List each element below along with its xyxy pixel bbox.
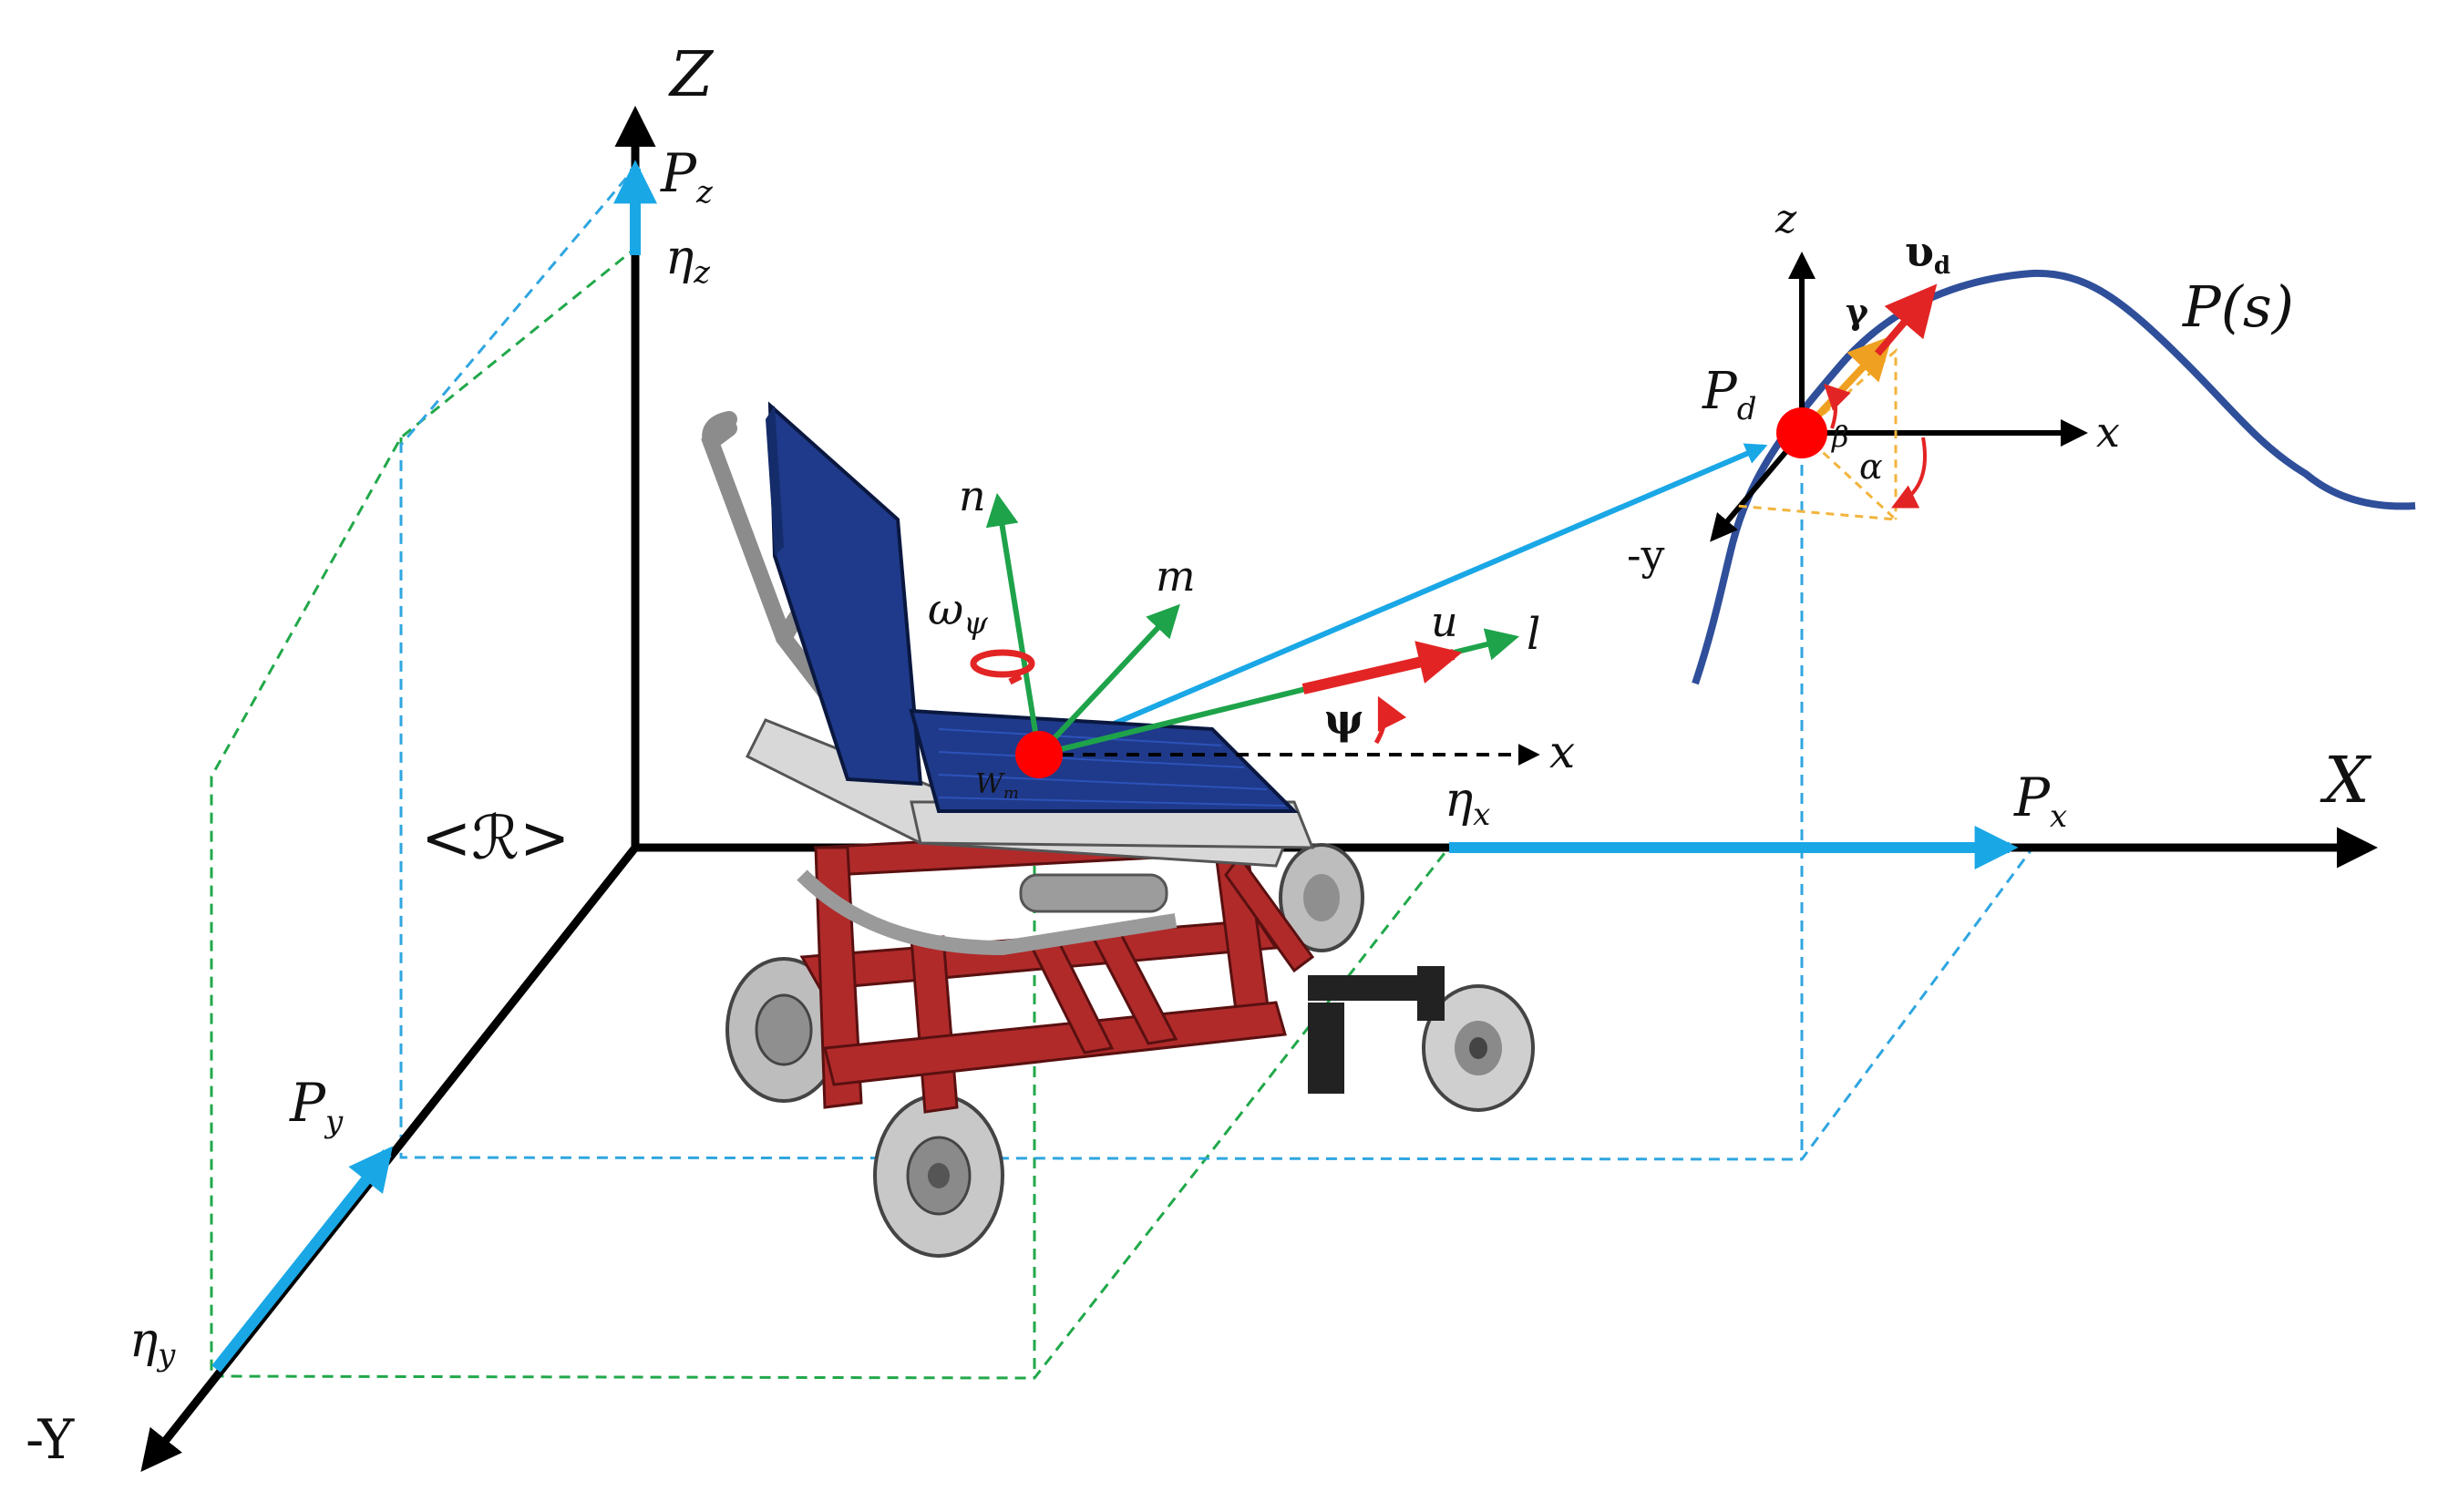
u-label: u [1431,597,1458,646]
world-frame-label: <ℛ> [421,803,570,873]
n-axis [985,492,1042,756]
silver-chassis [745,718,1315,956]
py-arrow [211,1146,393,1373]
body-origin-point [1015,731,1063,778]
x-axis-label: X [2320,743,2372,818]
py-label: Py [289,1072,344,1140]
front-wheel-left [873,1094,1004,1258]
negy-axis-label: -Y [26,1408,76,1472]
local-x-label: x [1549,725,1575,778]
wheelchair-illustration [701,401,1535,1258]
psi-angle-arc [1373,695,1407,745]
pd-z-label: z [1774,196,1797,242]
alpha-angle-arc [1890,437,1927,509]
caster-wheel-right [1308,966,1535,1112]
angle-guide-lines [1735,347,1900,521]
u-velocity-arrow [1301,641,1463,694]
pd-negy-label: -y [1627,530,1665,580]
beta-label: β [1831,419,1849,454]
px-label: Px [2013,766,2067,835]
seat-back [767,401,923,787]
path-curve [1692,269,2416,685]
pd-point [1776,407,1827,458]
omega-rotation-icon [970,649,1035,685]
n-label: n [959,471,986,520]
psi-label: ψ [1324,694,1363,744]
alpha-label: α [1859,447,1883,487]
m-axis [1036,603,1180,757]
position-components [211,159,2019,1373]
gamma-label: γ [1846,291,1869,332]
pd-local-frame [1710,252,2088,542]
pz-label: Pz [660,142,714,211]
vd-label: υd [1905,227,1950,280]
omega-label: ωψ [928,584,988,642]
rear-wheel-right [1279,843,1364,952]
blue-projection-lines [399,163,2036,1161]
pd-x-label: x [2096,407,2120,457]
eta-y-label: ηy [129,1313,176,1373]
rear-wheel-left [725,957,842,1103]
labels: <ℛ> Z X -Y Pz ηz Px ηx Py ηy n m l u ψ ω… [26,39,2372,1472]
beta-angle-arc [1824,384,1851,429]
eta-z-label: ηz [665,231,711,291]
z-axis-label: Z [668,39,715,111]
red-frame [799,823,1315,1114]
pd-label: Pd [1702,362,1756,427]
position-vector-to-pd [1035,443,1768,759]
m-label: m [1156,551,1196,601]
vd-vector [1874,283,1938,356]
eta-x-label: ηx [1445,773,1490,833]
path-label: P(s) [2182,273,2294,340]
l-label: l [1527,609,1540,660]
w-label: Wm [975,768,1019,803]
